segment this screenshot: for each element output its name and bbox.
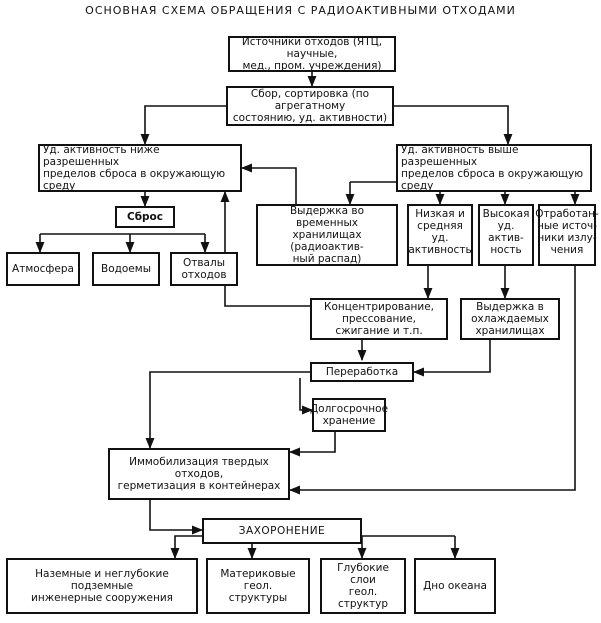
node-surface-text: Наземные и неглубокие подземные инженерн… — [31, 568, 173, 604]
arrow-immob-burial — [149, 500, 204, 535]
node-longterm-text: Долгосрочное хранение — [309, 403, 389, 427]
arrow-proc-immob — [145, 371, 310, 450]
node-temp-storage-text: Выдержка во временных хранилищах (радиоа… — [289, 205, 365, 265]
node-dumps-text: Отвалы отходов — [181, 257, 227, 281]
node-water-text: Водоемы — [101, 263, 151, 275]
node-spent-sources-text: Отработан- ные источ- ники излу- чения — [535, 208, 599, 256]
arrow-longterm-immob — [288, 432, 336, 457]
node-cooled-storage-text: Выдержка в охлаждаемых хранилищах — [471, 301, 549, 337]
node-sources: Источники отходов (ЯТЦ, научные, мед., п… — [228, 36, 396, 72]
arrow-temp-low — [240, 163, 297, 204]
node-concentration-text: Концентрирование, прессование, сжигание … — [323, 301, 435, 337]
node-high-activity-text: Высокая уд. актив- ность — [482, 208, 530, 256]
node-burial-text: ЗАХОРОНЕНИЕ — [238, 525, 326, 537]
node-concentration: Концентрирование, прессование, сжигание … — [310, 298, 448, 340]
node-low-medium: Низкая и средняя уд. активность — [407, 204, 473, 266]
node-processing: Переработка — [310, 362, 414, 382]
node-ocean: Дно океана — [414, 558, 496, 614]
node-deep-text: Глубокие слои геол. структур — [337, 562, 389, 610]
node-surface: Наземные и неглубокие подземные инженерн… — [6, 558, 198, 614]
arrow-sorting-high — [394, 105, 513, 146]
node-low-below: Уд. активность ниже разрешенных пределов… — [38, 144, 242, 192]
node-high-above-text: Уд. активность выше разрешенных пределов… — [401, 144, 584, 192]
diagram-title: ОСНОВНАЯ СХЕМА ОБРАЩЕНИЯ С РАДИОАКТИВНЫМ… — [85, 4, 516, 17]
node-spent-sources: Отработан- ные источ- ники излу- чения — [535, 204, 599, 266]
node-atmosphere: Атмосфера — [6, 252, 80, 286]
node-sorting-text: Сбор, сортировка (по агрегатному состоян… — [232, 88, 388, 124]
node-sources-text: Источники отходов (ЯТЦ, научные, мед., п… — [241, 36, 383, 72]
arrow-proc-longterm — [299, 378, 314, 415]
node-processing-text: Переработка — [325, 366, 399, 378]
node-burial: ЗАХОРОНЕНИЕ — [202, 518, 362, 544]
node-cooled-storage: Выдержка в охлаждаемых хранилищах — [460, 298, 560, 340]
node-high-above: Уд. активность выше разрешенных пределов… — [396, 144, 592, 192]
node-continental-text: Материковые геол. структуры — [220, 568, 296, 604]
node-low-medium-text: Низкая и средняя уд. активность — [408, 208, 472, 256]
arrow-cooled-proc — [412, 340, 491, 377]
node-sorting: Сбор, сортировка (по агрегатному состоян… — [226, 86, 394, 126]
node-immobilization: Иммобилизация твердых отходов, герметиза… — [108, 448, 290, 500]
arrow-spent-immob — [288, 266, 576, 495]
arrow-burial-surface — [170, 535, 205, 560]
node-longterm: Долгосрочное хранение — [309, 398, 389, 432]
arrow-conc-low — [220, 190, 310, 307]
arrow-sorting-low — [140, 105, 226, 146]
node-immobilization-text: Иммобилизация твердых отходов, герметиза… — [117, 456, 281, 492]
node-temp-storage: Выдержка во временных хранилищах (радиоа… — [256, 204, 398, 266]
node-water: Водоемы — [92, 252, 160, 286]
node-deep: Глубокие слои геол. структур — [320, 558, 406, 614]
node-high-activity: Высокая уд. актив- ность — [478, 204, 534, 266]
node-atmosphere-text: Атмосфера — [12, 263, 74, 275]
node-continental: Материковые геол. структуры — [206, 558, 310, 614]
node-dumps: Отвалы отходов — [170, 252, 238, 286]
node-discharge-text: Сброс — [127, 211, 163, 223]
node-ocean-text: Дно океана — [423, 580, 487, 592]
node-low-below-text: Уд. активность ниже разрешенных пределов… — [43, 144, 226, 192]
node-discharge: Сброс — [115, 206, 175, 228]
